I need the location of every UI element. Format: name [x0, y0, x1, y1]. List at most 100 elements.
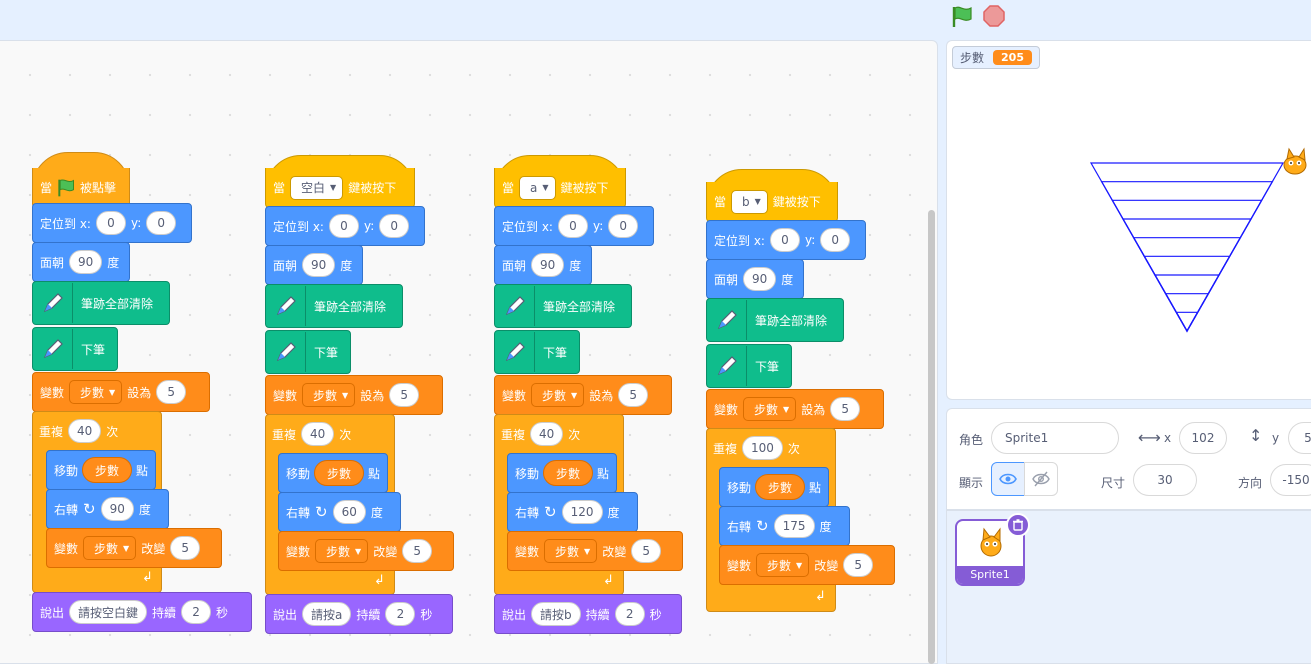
turn-degrees-input[interactable]: 175 — [773, 514, 815, 538]
key-dropdown[interactable]: 空白▼ — [290, 175, 344, 200]
goto-x-input[interactable]: 0 — [328, 214, 359, 238]
set-variable-block[interactable]: 變數 步數▼ 設為 5 — [32, 372, 210, 412]
move-block[interactable]: 移動 步數 點 — [278, 453, 388, 493]
repeat-times-input[interactable]: 100 — [742, 436, 783, 460]
go-to-xy-block[interactable]: 定位到 x: 0 y: 0 — [706, 220, 866, 260]
goto-x-input[interactable]: 0 — [557, 214, 588, 238]
turn-right-block[interactable]: 右轉 ↻ 60 度 — [278, 492, 401, 532]
y-input[interactable]: 5 — [1288, 422, 1311, 454]
green-flag-icon[interactable] — [950, 5, 974, 29]
change-variable-block[interactable]: 變數 步數▼ 改變 5 — [507, 531, 683, 571]
say-for-secs-block[interactable]: 說出 請按空白鍵 持續 2 秒 — [32, 592, 252, 632]
move-block[interactable]: 移動 步數 點 — [46, 450, 156, 490]
set-value-input[interactable]: 5 — [389, 383, 420, 407]
delete-sprite-button[interactable] — [1006, 513, 1030, 537]
pen-down-block[interactable]: 下筆 — [706, 344, 792, 388]
turn-degrees-input[interactable]: 90 — [100, 497, 134, 521]
change-value-input[interactable]: 5 — [402, 539, 433, 563]
change-variable-block[interactable]: 變數 步數▼ 改變 5 — [719, 545, 895, 585]
variable-dropdown[interactable]: 步數▼ — [743, 397, 797, 421]
goto-y-input[interactable]: 0 — [820, 228, 851, 252]
variable-monitor[interactable]: 步數 205 — [952, 46, 1040, 69]
point-in-direction-block[interactable]: 面朝 90 度 — [706, 259, 804, 299]
turn-degrees-input[interactable]: 120 — [561, 500, 603, 524]
when-key-pressed-block[interactable]: 當 a▼ 鍵被按下 — [494, 168, 626, 208]
goto-y-input[interactable]: 0 — [379, 214, 410, 238]
pen-down-block[interactable]: 下筆 — [494, 330, 580, 374]
pen-down-block[interactable]: 下筆 — [265, 330, 351, 374]
set-variable-block[interactable]: 變數 步數▼ 設為 5 — [706, 389, 884, 429]
variable-dropdown[interactable]: 步數▼ — [544, 539, 598, 563]
repeat-times-input[interactable]: 40 — [68, 419, 102, 443]
goto-x-input[interactable]: 0 — [769, 228, 800, 252]
say-for-secs-block[interactable]: 說出 請按b 持續 2 秒 — [494, 594, 682, 634]
direction-input[interactable]: 90 — [743, 267, 777, 291]
goto-y-input[interactable]: 0 — [608, 214, 639, 238]
hide-button[interactable] — [1024, 462, 1058, 496]
pen-down-block[interactable]: 下筆 — [32, 327, 118, 371]
variable-dropdown[interactable]: 步數▼ — [83, 536, 137, 560]
show-button[interactable] — [991, 462, 1025, 496]
move-block[interactable]: 移動 步數 點 — [719, 467, 829, 507]
change-value-input[interactable]: 5 — [843, 553, 874, 577]
direction-input[interactable]: 90 — [531, 253, 565, 277]
key-dropdown[interactable]: b▼ — [731, 189, 768, 214]
set-variable-block[interactable]: 變數 步數▼ 設為 5 — [265, 375, 443, 415]
when-flag-clicked-block[interactable]: 當 被點擊 — [32, 168, 130, 208]
repeat-times-input[interactable]: 40 — [530, 422, 564, 446]
stop-icon[interactable] — [983, 5, 1005, 27]
variable-dropdown[interactable]: 步數▼ — [69, 380, 123, 404]
change-value-input[interactable]: 5 — [631, 539, 662, 563]
stage[interactable]: 步數 205 — [946, 40, 1311, 400]
set-value-input[interactable]: 5 — [830, 397, 861, 421]
say-secs-input[interactable]: 2 — [181, 600, 212, 624]
variable-reporter[interactable]: 步數 — [543, 460, 594, 486]
cat-sprite-icon[interactable] — [1277, 145, 1311, 181]
turn-degrees-input[interactable]: 60 — [332, 500, 366, 524]
say-secs-input[interactable]: 2 — [385, 602, 416, 626]
turn-right-block[interactable]: 右轉 ↻ 120 度 — [507, 492, 638, 532]
variable-reporter[interactable]: 步數 — [314, 460, 365, 486]
x-input[interactable]: 102 — [1179, 422, 1227, 454]
change-variable-block[interactable]: 變數 步數▼ 改變 5 — [46, 528, 222, 568]
point-in-direction-block[interactable]: 面朝 90 度 — [32, 242, 130, 282]
variable-dropdown[interactable]: 步數▼ — [315, 539, 369, 563]
say-text-input[interactable]: 請按空白鍵 — [69, 600, 148, 624]
set-value-input[interactable]: 5 — [156, 380, 187, 404]
go-to-xy-block[interactable]: 定位到 x: 0 y: 0 — [32, 203, 192, 243]
say-text-input[interactable]: 請按a — [302, 602, 352, 626]
sprite-name-input[interactable]: Sprite1 — [991, 422, 1119, 454]
go-to-xy-block[interactable]: 定位到 x: 0 y: 0 — [265, 206, 425, 246]
set-variable-block[interactable]: 變數 步數▼ 設為 5 — [494, 375, 672, 415]
point-in-direction-block[interactable]: 面朝 90 度 — [494, 245, 592, 285]
point-in-direction-block[interactable]: 面朝 90 度 — [265, 245, 363, 285]
say-text-input[interactable]: 請按b — [531, 602, 581, 626]
repeat-times-input[interactable]: 40 — [301, 422, 335, 446]
pen-clear-block[interactable]: 筆跡全部清除 — [494, 284, 632, 328]
pen-clear-block[interactable]: 筆跡全部清除 — [32, 281, 170, 325]
change-variable-block[interactable]: 變數 步數▼ 改變 5 — [278, 531, 454, 571]
when-key-pressed-block[interactable]: 當 b▼ 鍵被按下 — [706, 182, 838, 222]
pen-clear-block[interactable]: 筆跡全部清除 — [706, 298, 844, 342]
direction-input[interactable]: 90 — [302, 253, 336, 277]
workspace-scrollbar[interactable] — [928, 210, 935, 664]
size-input[interactable]: 30 — [1133, 464, 1197, 496]
variable-dropdown[interactable]: 步數▼ — [756, 553, 810, 577]
set-value-input[interactable]: 5 — [618, 383, 649, 407]
variable-dropdown[interactable]: 步數▼ — [531, 383, 585, 407]
pen-clear-block[interactable]: 筆跡全部清除 — [265, 284, 403, 328]
goto-y-input[interactable]: 0 — [146, 211, 177, 235]
direction-input[interactable]: 90 — [69, 250, 103, 274]
variable-dropdown[interactable]: 步數▼ — [302, 383, 356, 407]
go-to-xy-block[interactable]: 定位到 x: 0 y: 0 — [494, 206, 654, 246]
say-secs-input[interactable]: 2 — [614, 602, 645, 626]
goto-x-input[interactable]: 0 — [95, 211, 126, 235]
key-dropdown[interactable]: a▼ — [519, 175, 556, 200]
variable-reporter[interactable]: 步數 — [755, 474, 806, 500]
when-key-pressed-block[interactable]: 當 空白▼ 鍵被按下 — [265, 168, 415, 208]
say-for-secs-block[interactable]: 說出 請按a 持續 2 秒 — [265, 594, 453, 634]
turn-right-block[interactable]: 右轉 ↻ 175 度 — [719, 506, 850, 546]
change-value-input[interactable]: 5 — [170, 536, 201, 560]
turn-right-block[interactable]: 右轉 ↻ 90 度 — [46, 489, 169, 529]
variable-reporter[interactable]: 步數 — [82, 457, 133, 483]
